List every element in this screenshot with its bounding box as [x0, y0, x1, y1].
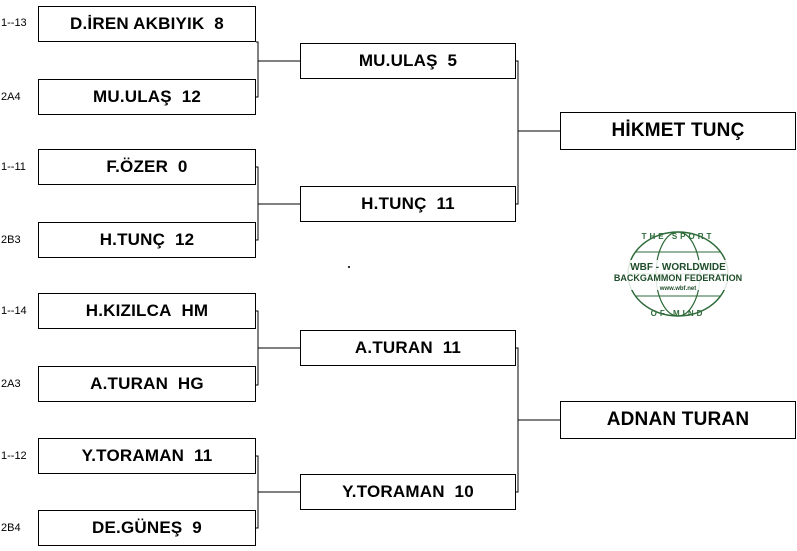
player-name: H.TUNÇ: [99, 230, 166, 249]
player-name: DE.GÜNEŞ: [92, 518, 183, 537]
finalist-slot: ADNAN TURAN: [560, 401, 796, 439]
player-name: A.TURAN: [354, 338, 433, 357]
player-score: HG: [177, 374, 204, 393]
player-score: 11: [194, 446, 213, 465]
connector: [256, 41, 300, 98]
seed-label: 1--13: [1, 17, 27, 29]
player-score: 12: [181, 87, 201, 106]
seed-label: 2B4: [1, 522, 21, 534]
player-name: HİKMET TUNÇ: [611, 120, 745, 141]
player-score: 8: [214, 14, 224, 33]
connector: [256, 310, 300, 386]
player-score: 9: [192, 518, 202, 537]
player-score: 10: [454, 482, 474, 501]
seed-label: 2A3: [1, 378, 21, 390]
player-name: H.KIZILCA: [85, 301, 172, 320]
match-slot: F.ÖZER 0: [38, 149, 256, 185]
match-slot: A.TURAN 11: [300, 330, 516, 366]
player-score: 12: [174, 230, 195, 249]
player-name: A.TURAN: [90, 374, 169, 393]
seed-label: 1--11: [1, 161, 26, 173]
match-slot: H.TUNÇ 11: [300, 186, 516, 222]
connector: [256, 455, 300, 529]
player-name: MU.ULAŞ: [92, 87, 172, 106]
player-score: 0: [177, 157, 188, 176]
logo-bottom-text: OF MIND: [651, 309, 706, 318]
match-slot: DE.GÜNEŞ 9: [38, 510, 256, 546]
player-name: ADNAN TURAN: [606, 409, 750, 430]
player-name: Y.TORAMAN: [81, 446, 185, 465]
logo-line1: WBF - WORLDWIDE: [630, 262, 726, 273]
player-score: 11: [436, 194, 455, 213]
match-slot: H.TUNÇ 12: [38, 222, 256, 258]
match-slot: A.TURAN HG: [38, 366, 256, 402]
logo-url: www.wbf.net: [659, 286, 696, 292]
player-name: H.TUNÇ: [361, 194, 427, 213]
player-score: 5: [447, 51, 458, 70]
seed-label: 1--12: [1, 450, 27, 462]
match-slot: Y.TORAMAN 11: [38, 438, 256, 474]
connector: [256, 166, 300, 241]
match-slot: Y.TORAMAN 10: [300, 474, 516, 510]
player-name: D.İREN AKBIYIK: [70, 14, 205, 33]
wbf-logo: THE SPORT WBF - WORLDWIDE BACKGAMMON FED…: [608, 231, 748, 318]
finalist-slot: HİKMET TUNÇ: [560, 112, 796, 150]
match-slot: H.KIZILCA HM: [38, 293, 256, 329]
stray-dot: [348, 266, 350, 268]
player-name: MU.ULAŞ: [358, 51, 438, 70]
seed-label: 1--14: [1, 305, 27, 317]
seed-label: 2A4: [1, 91, 21, 103]
match-slot: MU.ULAŞ 5: [300, 43, 516, 79]
player-score: 11: [442, 338, 462, 357]
logo-top-text: THE SPORT: [642, 232, 715, 241]
match-slot: MU.ULAŞ 12: [38, 79, 256, 115]
player-name: F.ÖZER: [106, 157, 169, 176]
connector: [516, 347, 560, 493]
match-slot: D.İREN AKBIYIK 8: [38, 6, 256, 42]
player-score: HM: [181, 301, 209, 320]
player-name: Y.TORAMAN: [342, 482, 445, 501]
connector: [516, 60, 560, 205]
logo-line2: BACKGAMMON FEDERATION: [614, 273, 742, 283]
seed-label: 2B3: [1, 234, 21, 246]
